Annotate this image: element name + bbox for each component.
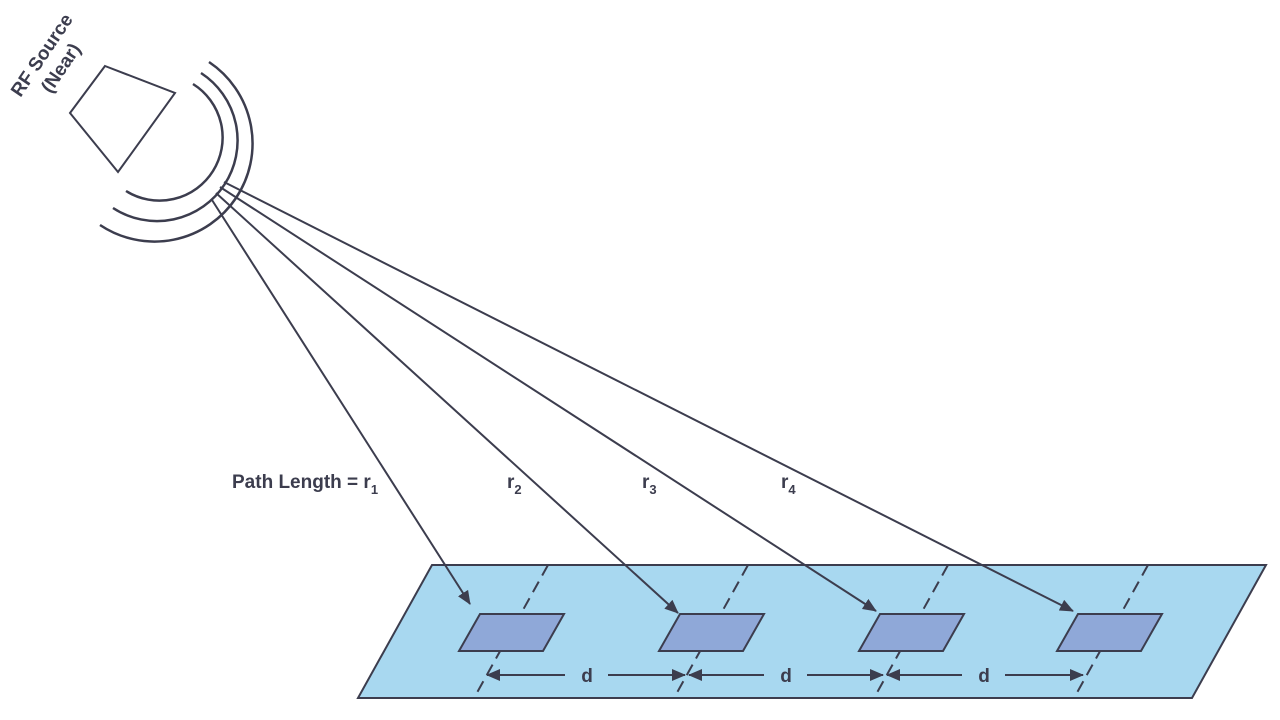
path-length-r4-label: r4 xyxy=(781,472,796,497)
ray-r2 xyxy=(215,192,679,614)
path-rays xyxy=(211,181,1074,614)
antenna-elements xyxy=(457,613,1164,652)
antenna-element-4 xyxy=(1055,613,1164,652)
array-substrate xyxy=(356,564,1268,699)
wavefront-1 xyxy=(125,82,224,202)
rf-horn-icon xyxy=(68,64,177,174)
antenna-element-1 xyxy=(457,613,566,652)
path-length-r3-label: r3 xyxy=(642,472,657,497)
ray-r3 xyxy=(219,186,877,612)
path-length-r1-label: Path Length = r1 xyxy=(232,472,378,497)
path-length-r2-label: r2 xyxy=(507,472,522,497)
wavefront-2 xyxy=(112,71,239,223)
spacing-d-label-2: d xyxy=(780,666,792,687)
ray-r4 xyxy=(223,181,1074,612)
spacing-d-label-3: d xyxy=(978,666,990,687)
antenna-element-2 xyxy=(657,613,766,652)
antenna-element-3 xyxy=(857,613,966,652)
ray-r1 xyxy=(211,199,471,605)
spacing-d-label-1: d xyxy=(581,666,593,687)
